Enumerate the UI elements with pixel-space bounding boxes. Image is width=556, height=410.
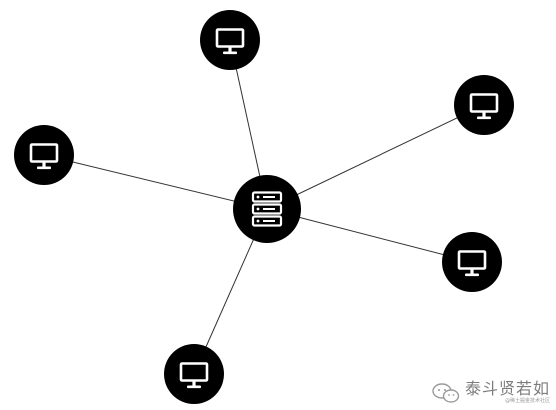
server-node xyxy=(233,175,301,243)
monitor-icon xyxy=(469,93,499,120)
watermark-subtitle: @稀土掘金技术社区 xyxy=(504,398,550,404)
watermark-title: 泰斗贤若如 xyxy=(464,379,550,398)
monitor-icon xyxy=(457,250,487,277)
server-rack-icon xyxy=(251,191,283,227)
monitor-icon xyxy=(179,362,209,389)
client-node-circle xyxy=(442,232,502,292)
monitor-icon xyxy=(215,28,245,55)
network-nodes xyxy=(14,10,514,404)
client-node-left xyxy=(14,125,74,185)
client-node-lower-right xyxy=(442,232,502,292)
link-left xyxy=(43,154,268,210)
client-node-bottom xyxy=(164,344,224,404)
client-node-top xyxy=(200,10,260,70)
client-node-circle xyxy=(454,75,514,135)
client-node-circle xyxy=(14,125,74,185)
client-node-circle xyxy=(200,10,260,70)
monitor-icon xyxy=(29,143,59,170)
client-node-circle xyxy=(164,344,224,404)
watermark: 泰斗贤若如 @稀土掘金技术社区 xyxy=(431,381,550,404)
client-node-upper-right xyxy=(454,75,514,135)
wechat-logo-icon xyxy=(432,382,460,403)
link-upper-right xyxy=(266,104,485,210)
link-lower-right xyxy=(266,208,473,263)
